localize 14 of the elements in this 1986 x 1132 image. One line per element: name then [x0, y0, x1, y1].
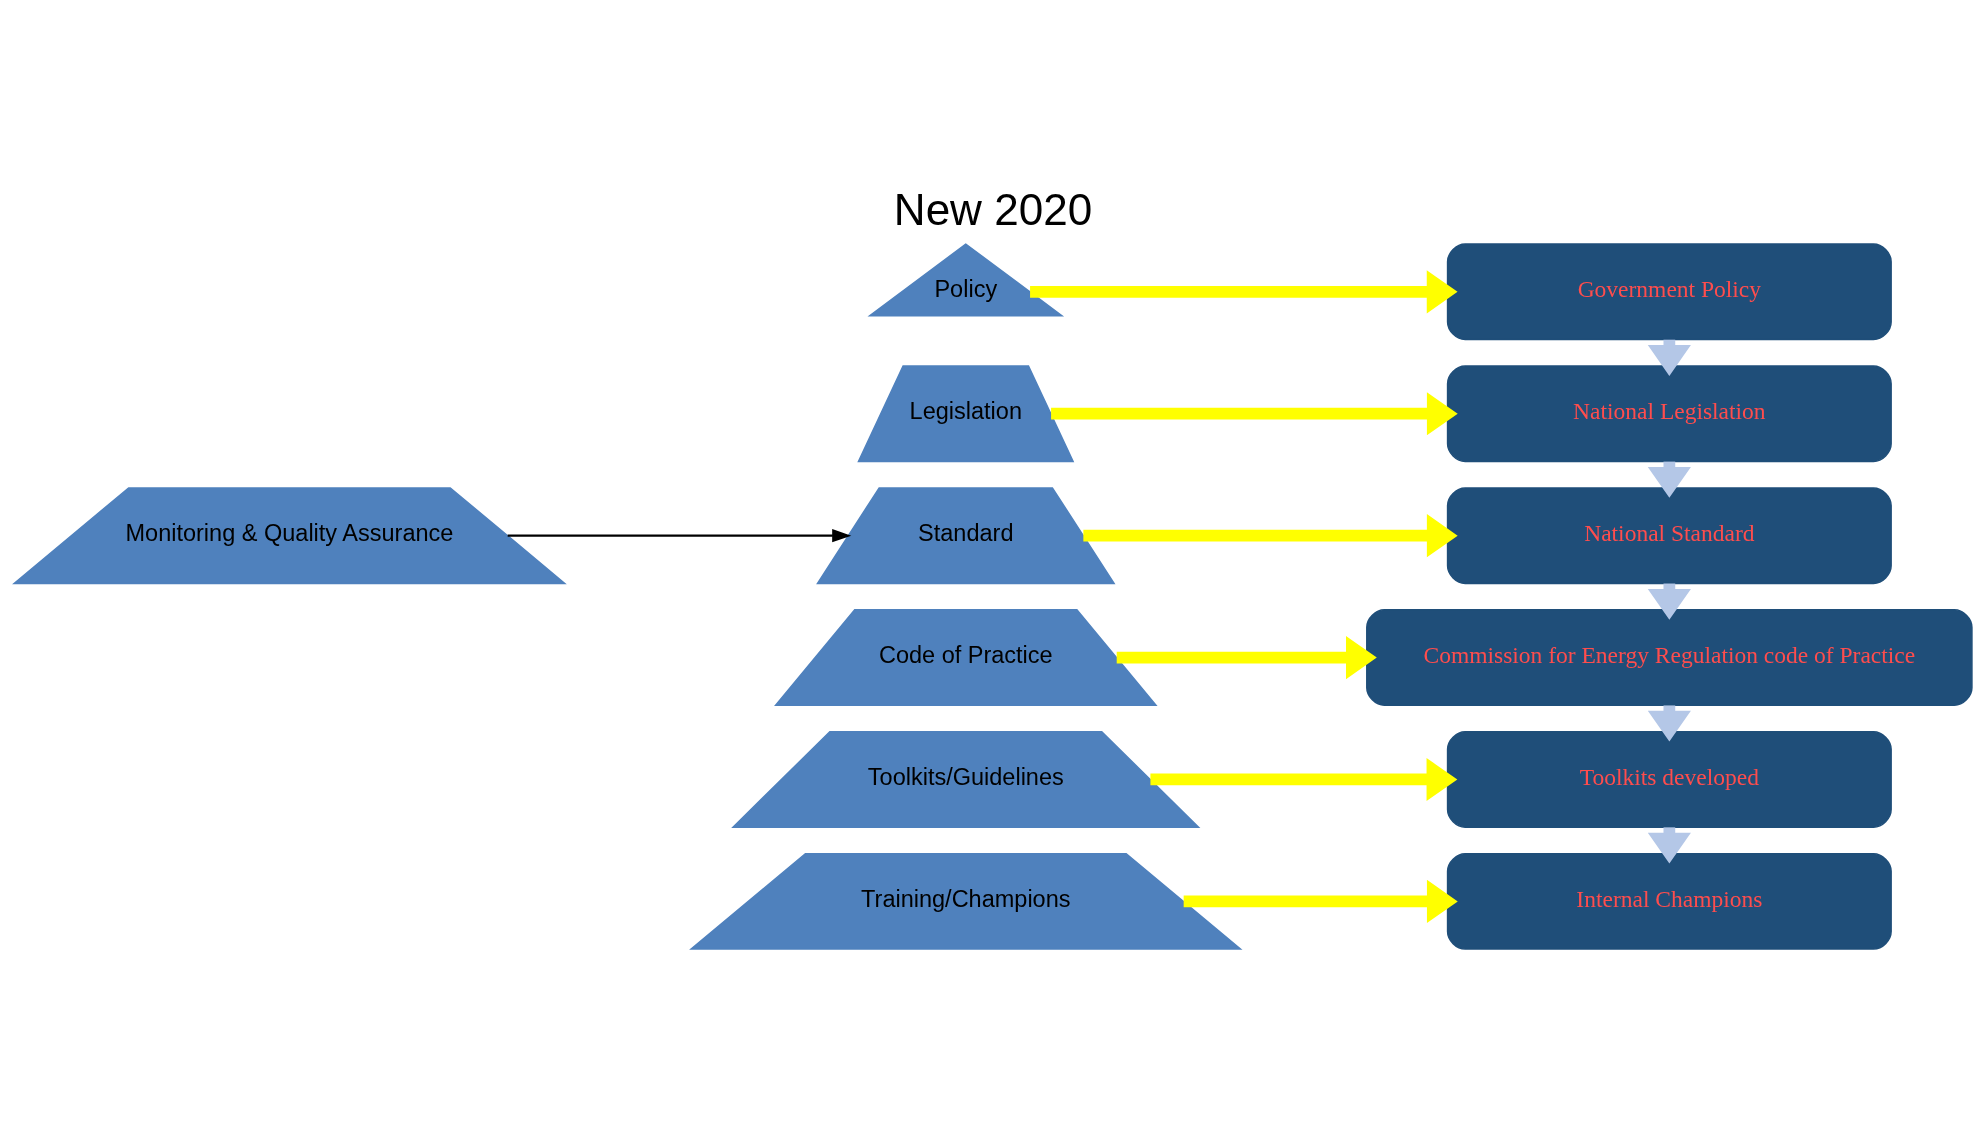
arrow	[1150, 757, 1458, 801]
diagram-title: New 2020	[893, 184, 1093, 234]
node-box: National Legislation	[1446, 364, 1892, 462]
arrow	[1051, 391, 1458, 435]
node-box: Toolkits developed	[1446, 730, 1892, 828]
node-box: Internal Champions	[1446, 852, 1892, 950]
arrow	[1030, 269, 1458, 313]
node-box: Government Policy	[1446, 242, 1892, 340]
node-box: Commission for Energy Regulation code of Practice	[1366, 608, 1973, 706]
node-box: National Standard	[1446, 486, 1892, 584]
arrow	[1083, 513, 1458, 557]
arrow	[1183, 879, 1458, 923]
arrow	[507, 528, 852, 542]
arrow	[1116, 635, 1377, 679]
